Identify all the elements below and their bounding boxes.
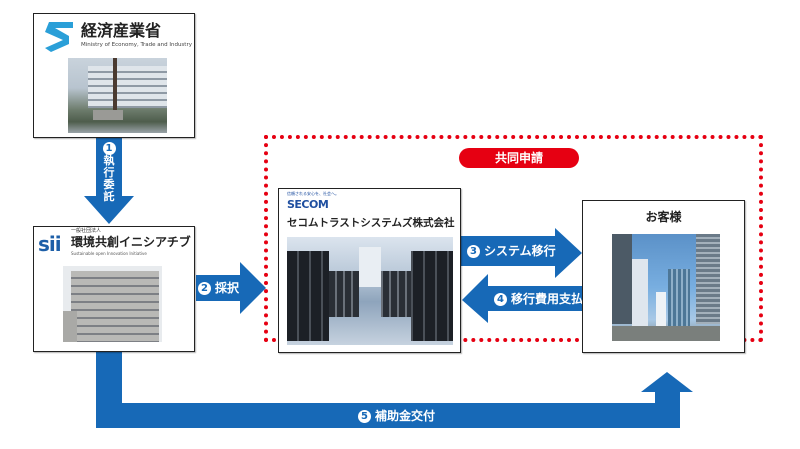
flow-5-text: 補助金交付 [375, 409, 436, 423]
meti-subtitle: Ministry of Economy, Trade and Industry [81, 42, 192, 48]
sii-name: 環境共創イニシアチブ [71, 235, 191, 249]
flow-3-number: 3 [467, 244, 480, 258]
secom-tagline: 信頼される安心を、社会へ。 [287, 191, 339, 196]
city-buildings-photo [612, 234, 720, 341]
flow-2-text: 採択 [215, 281, 240, 295]
flow-1-label: 1 執 行 委 託 [100, 142, 118, 203]
customer-name: お客様 [645, 210, 682, 224]
arrow-3-right [461, 228, 582, 278]
flow-1-char: 託 [103, 190, 115, 203]
flow-4-number: 4 [494, 292, 507, 306]
arrow-1-down [84, 138, 134, 224]
sii-prefix: 一般社団法人 [71, 228, 102, 234]
sii-box: sii 一般社団法人 環境共創イニシアチブ Sustainable open I… [33, 226, 195, 352]
secom-box: 信頼される安心を、社会へ。 SECOM セコムトラストシステムズ株式会社 [278, 188, 461, 353]
flow-1-char: 委 [103, 178, 115, 191]
meti-logo-icon [45, 22, 73, 52]
meti-box: 経済産業省 Ministry of Economy, Trade and Ind… [33, 13, 195, 138]
flow-3-text: システム移行 [484, 244, 556, 258]
joint-application-badge: 共同申請 [459, 148, 579, 168]
flow-2-number: 2 [198, 281, 211, 295]
secom-name: セコムトラストシステムズ株式会社 [287, 217, 455, 229]
flow-1-char: 執 [103, 154, 115, 167]
flow-1-char: 行 [103, 166, 115, 179]
sii-logo: sii [38, 232, 62, 256]
meti-name: 経済産業省 [81, 21, 162, 40]
flow-4-label: 4 移行費用支払 [494, 292, 583, 306]
sii-subtitle: Sustainable open Innovation Initiative [71, 251, 147, 256]
customer-box: お客様 [582, 200, 745, 353]
arrow-4-left [462, 274, 582, 323]
flow-5-label: 5 補助金交付 [358, 409, 435, 423]
flow-4-text: 移行費用支払 [511, 292, 584, 306]
flow-5-number: 5 [358, 409, 371, 423]
arrow-2-right [196, 262, 266, 314]
arrow-5-subsidy [96, 352, 693, 428]
flow-3-label: 3 システム移行 [467, 244, 556, 258]
flow-1-number: 1 [102, 142, 116, 155]
flow-2-label: 2 採択 [198, 281, 239, 295]
joint-application-frame [264, 135, 763, 342]
sii-building-photo [63, 266, 162, 342]
data-center-photo [287, 237, 453, 345]
secom-logo: SECOM [287, 198, 329, 211]
meti-building-photo [68, 58, 167, 133]
